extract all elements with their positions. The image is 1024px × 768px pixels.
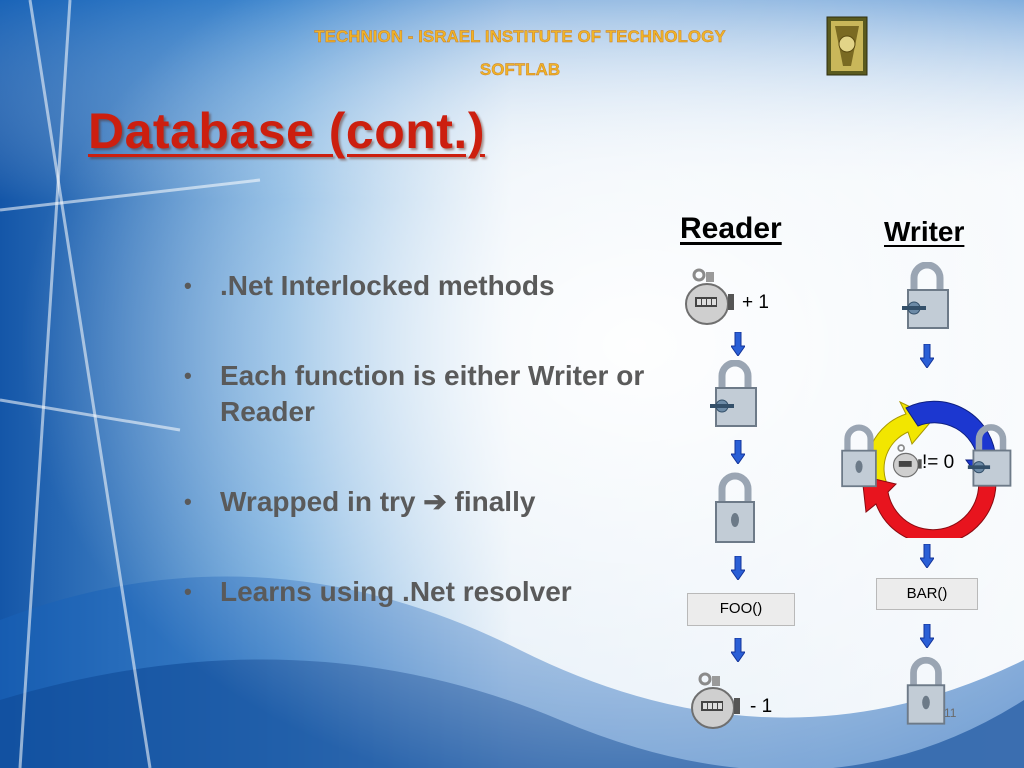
technion-logo (826, 16, 868, 76)
reader-heading: Reader (680, 212, 782, 245)
down-arrow-icon (920, 624, 934, 648)
page-number: 11 (944, 706, 957, 720)
bullet-item: Wrapped in try ➔ finally (178, 484, 698, 520)
down-arrow-icon (920, 344, 934, 368)
tally-counter-icon (892, 444, 922, 478)
counter-plus-label: + 1 (742, 292, 769, 313)
down-arrow-icon (731, 556, 745, 580)
bullet-item: Each function is either Writer or Reader (178, 358, 698, 430)
writer-heading: Writer (884, 216, 965, 247)
slide-title: Database (cont.) (88, 103, 485, 159)
tally-counter-icon (691, 672, 740, 729)
padlock-icon (715, 472, 755, 543)
bullet-list: .Net Interlocked methods Each function i… (178, 268, 698, 610)
lock-key-icon (967, 424, 1012, 487)
bar-function-box: BAR() (876, 578, 978, 610)
lab-header: SOFTLAB (479, 60, 561, 79)
not-zero-label: != 0 (922, 452, 955, 473)
padlock-icon (841, 424, 877, 488)
counter-minus-label: - 1 (750, 696, 773, 717)
down-arrow-icon (920, 544, 934, 568)
bullet-item: .Net Interlocked methods (178, 268, 698, 304)
down-arrow-icon (731, 638, 745, 662)
padlock-icon (906, 656, 946, 725)
tally-counter-icon (685, 268, 734, 325)
institute-header: TECHNION - ISRAEL INSTITUTE OF TECHNOLOG… (314, 27, 726, 46)
bullet-item: Learns using .Net resolver (178, 574, 698, 610)
lock-key-icon (902, 262, 949, 329)
down-arrow-icon (731, 332, 745, 356)
down-arrow-icon (731, 440, 745, 464)
lock-key-icon (710, 360, 757, 427)
foo-function-box: FOO() (687, 593, 795, 626)
